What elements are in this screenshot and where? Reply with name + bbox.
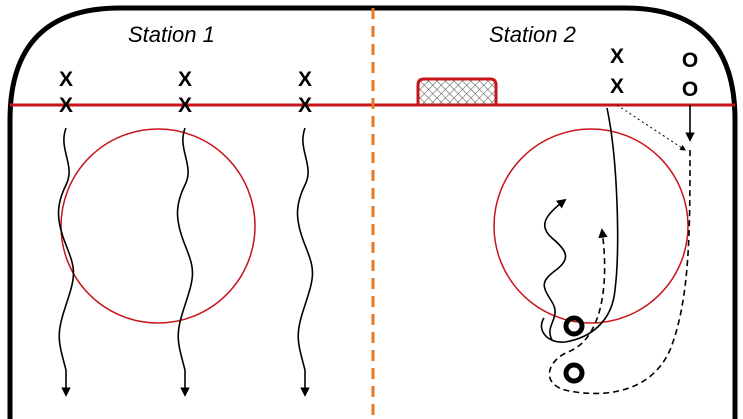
player-x-marker: X bbox=[609, 45, 625, 68]
player-x-marker: X bbox=[609, 75, 625, 98]
puck-icon bbox=[563, 315, 585, 337]
player-x-marker: X bbox=[297, 94, 313, 117]
player-x-marker: X bbox=[58, 94, 74, 117]
station-2-label: Station 2 bbox=[489, 22, 576, 47]
station-1-label: Station 1 bbox=[128, 22, 215, 47]
player-x-marker: X bbox=[177, 68, 193, 91]
puck-icon bbox=[563, 362, 585, 384]
skate-path-lane-3 bbox=[296, 127, 314, 397]
faceoff-circle-left bbox=[60, 128, 256, 324]
skate-path-lane-2 bbox=[176, 127, 194, 397]
player-x-marker: X bbox=[58, 68, 74, 91]
skate-path-lane-1 bbox=[57, 127, 75, 397]
x-skate-path bbox=[540, 107, 619, 343]
o-dashed-path bbox=[548, 149, 691, 395]
hockey-net-icon bbox=[416, 77, 498, 105]
player-x-marker: X bbox=[297, 68, 313, 91]
player-o-marker: O bbox=[681, 49, 699, 72]
player-x-marker: X bbox=[177, 94, 193, 117]
faceoff-circle-right bbox=[493, 128, 689, 324]
pass-path bbox=[616, 104, 687, 151]
x-stickhandle-path bbox=[543, 198, 567, 341]
player-o-marker: O bbox=[681, 78, 699, 101]
